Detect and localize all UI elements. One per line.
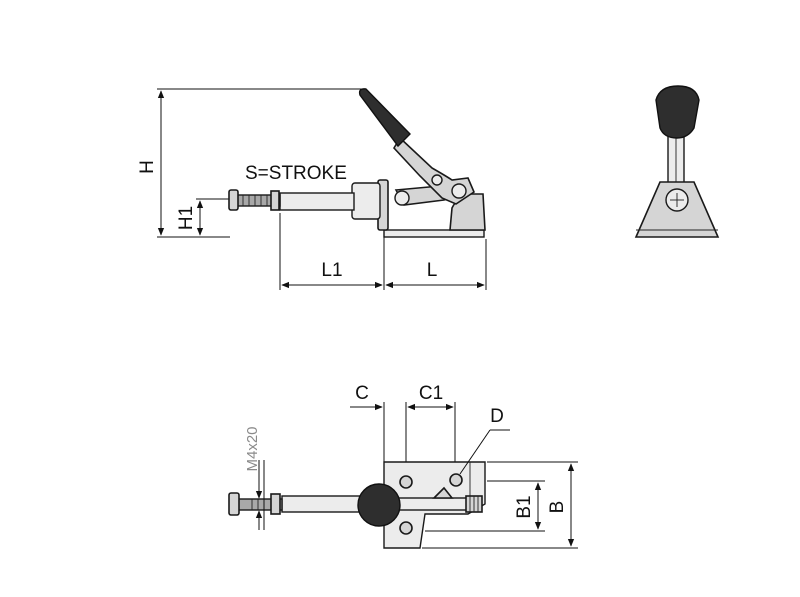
label-l1: L1: [321, 260, 342, 281]
top-lever-tip: [432, 486, 454, 499]
dimension-thread: M4x20: [244, 426, 265, 530]
label-stroke: S=STROKE: [245, 163, 347, 184]
label-b: B: [547, 501, 568, 514]
lock-nut: [270, 190, 280, 211]
dimension-b1-b: B1 B: [422, 461, 578, 549]
top-lock-nut: [270, 493, 281, 515]
label-l: L: [427, 260, 438, 281]
label-b1: B1: [514, 495, 535, 518]
side-view: H H1: [137, 88, 487, 290]
plunger-rod: [279, 192, 355, 211]
plunger-housing: [351, 182, 381, 220]
pivot-rear: [451, 183, 467, 199]
dimension-h: H: [137, 88, 365, 238]
mount-hole-3: [449, 473, 463, 487]
top-link: [395, 497, 469, 511]
pivot-front: [394, 190, 410, 206]
top-grip-knob: [357, 483, 401, 527]
label-h1: H1: [176, 206, 197, 230]
end-view: [634, 85, 720, 238]
dimension-l1-l: L1 L: [279, 213, 487, 290]
label-c: C: [355, 383, 369, 404]
base-plate: [383, 229, 485, 238]
hex-head: [228, 189, 239, 211]
label-h: H: [137, 160, 158, 174]
top-hex-head: [228, 492, 240, 516]
top-view: C C1 D: [228, 383, 578, 549]
mount-hole-2: [399, 521, 413, 535]
top-plunger-rod: [281, 495, 363, 513]
handle-grip: [358, 88, 411, 148]
leader-d: D: [459, 406, 510, 475]
pivot-upper: [431, 174, 443, 186]
mount-hole-1: [399, 475, 413, 489]
label-d: D: [490, 406, 504, 427]
dimension-c-c1: C C1: [350, 383, 456, 475]
dimension-h1: H1: [176, 198, 232, 236]
label-c1: C1: [419, 383, 443, 404]
label-thread: M4x20: [244, 426, 261, 471]
end-view-grip: [655, 85, 700, 139]
thread-hatching: [242, 195, 268, 206]
